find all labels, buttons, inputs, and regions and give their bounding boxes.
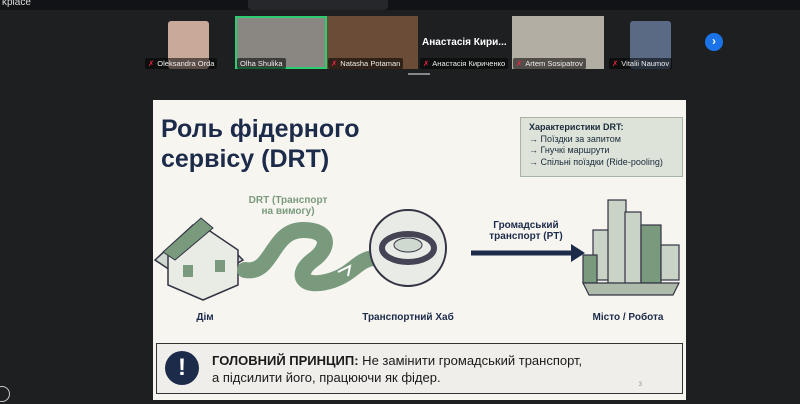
participant-label: ✗Анастасія Кириченко: [420, 58, 509, 69]
reaction-button[interactable]: [0, 386, 10, 402]
mic-muted-icon: ✗: [423, 59, 430, 68]
exclamation-icon: !: [165, 351, 199, 385]
label-line: на вимогу): [261, 206, 315, 217]
feature-item: → Поїздки за запитом: [529, 133, 621, 144]
participant-label: ✗Natasha Potaman: [328, 58, 404, 69]
drt-diagram: [153, 199, 680, 301]
mic-muted-icon: ✗: [612, 59, 619, 68]
house-icon: [153, 217, 245, 301]
page-number: 3: [638, 382, 642, 388]
mic-muted-icon: ✗: [148, 59, 155, 68]
city-icon: [582, 199, 680, 296]
hub-label: Транспортний Хаб: [362, 312, 454, 323]
arrow-head-icon: [571, 244, 585, 262]
top-bar: kplace: [0, 0, 800, 10]
features-box: Характеристики DRT: → Поїздки за запитом…: [520, 117, 683, 177]
principle-line: Не замінити громадський транспорт,: [358, 353, 583, 368]
hub-icon: [369, 209, 447, 287]
participant-label: Olha Shulika: [237, 58, 286, 69]
participant-name-display: Анастасія Кири...: [422, 37, 507, 48]
title-line: Роль фідерного: [161, 115, 360, 143]
label-line: Громадський: [493, 220, 559, 231]
toolbar-tab[interactable]: [248, 0, 388, 10]
mic-muted-icon: ✗: [516, 59, 523, 68]
window-label: kplace: [2, 0, 31, 8]
label-line: транспорт (PT): [489, 231, 563, 242]
next-participants-button[interactable]: ›: [705, 33, 723, 51]
label-line: DRT (Транспорт: [248, 195, 328, 206]
participant-label: ✗Artem Sosipatrov: [513, 58, 586, 69]
feature-item: → Гнучкі маршрути: [529, 145, 610, 155]
drt-route-path: [237, 221, 381, 292]
features-heading: Характеристики DRT:: [529, 122, 624, 132]
title-line: сервісу (DRT): [161, 145, 330, 173]
home-label: Дім: [196, 312, 214, 323]
principle-box: ! ГОЛОВНИЙ ПРИНЦИП: Не замінити громадсь…: [156, 343, 683, 394]
principle-heading: ГОЛОВНИЙ ПРИНЦИП:: [212, 353, 359, 368]
participant-label: ✗Vitalii Naumov: [609, 58, 673, 69]
principle-text: ГОЛОВНИЙ ПРИНЦИП: Не замінити громадськи…: [212, 352, 582, 386]
mic-muted-icon: ✗: [331, 59, 338, 68]
principle-line: а підсилити його, працюючи як фідер.: [212, 370, 441, 385]
feature-item: → Спільні поїздки (Ride-pooling): [529, 156, 663, 167]
city-label: Місто / Робота: [592, 312, 664, 323]
participant-label: ✗Oleksandra Orda: [145, 58, 218, 69]
strip-resize-handle[interactable]: [408, 73, 430, 75]
